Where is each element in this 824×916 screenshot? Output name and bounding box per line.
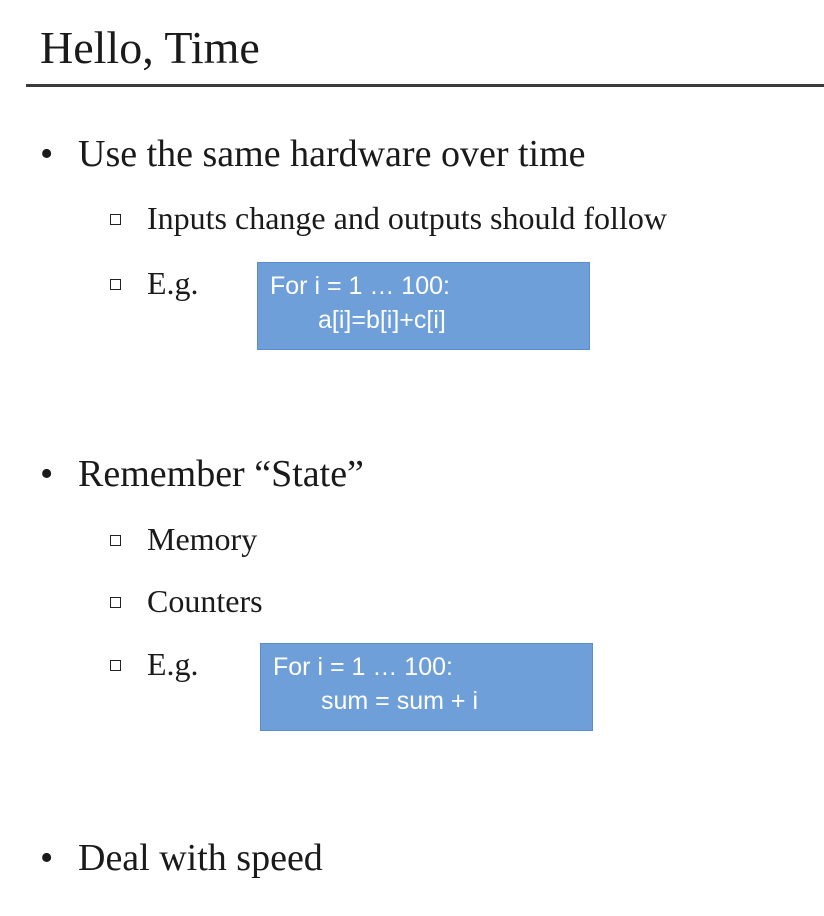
sub-bullet-item: Memory [110,520,257,558]
sub-bullet-item: Counters [110,582,263,620]
title-divider [26,84,824,87]
bullet-dot-icon: • [40,837,54,879]
bullet-text: Deal with speed [78,837,323,879]
bullet-dot-icon: • [40,133,54,175]
sub-bullet-item: E.g. [110,645,199,683]
code-box: For i = 1 … 100: sum = sum + i [260,643,593,731]
slide-title: Hello, Time [40,22,260,73]
sub-bullet-text: Counters [147,583,263,619]
sub-bullet-item: E.g. [110,264,199,302]
square-bullet-icon [110,597,121,609]
square-bullet-icon [110,535,121,547]
code-line: sum = sum + i [321,687,478,715]
code-box: For i = 1 … 100: a[i]=b[i]+c[i] [257,262,590,350]
square-bullet-icon [110,660,121,672]
square-bullet-icon [110,214,121,226]
sub-bullet-text: Memory [147,521,258,557]
bullet-item: • Use the same hardware over time [40,132,586,176]
bullet-dot-icon: • [40,453,54,495]
sub-bullet-item: Inputs change and outputs should follow [110,199,667,237]
bullet-text: Use the same hardware over time [78,133,586,175]
square-bullet-icon [110,279,121,291]
bullet-text: Remember “State” [78,453,364,495]
code-line: For i = 1 … 100: [270,272,450,300]
sub-bullet-text: E.g. [147,646,199,682]
sub-bullet-text: E.g. [147,265,199,301]
sub-bullet-text: Inputs change and outputs should follow [147,200,667,236]
bullet-item: • Deal with speed [40,836,323,880]
code-line: For i = 1 … 100: [273,653,453,681]
code-line: a[i]=b[i]+c[i] [318,306,446,334]
bullet-item: • Remember “State” [40,452,364,496]
